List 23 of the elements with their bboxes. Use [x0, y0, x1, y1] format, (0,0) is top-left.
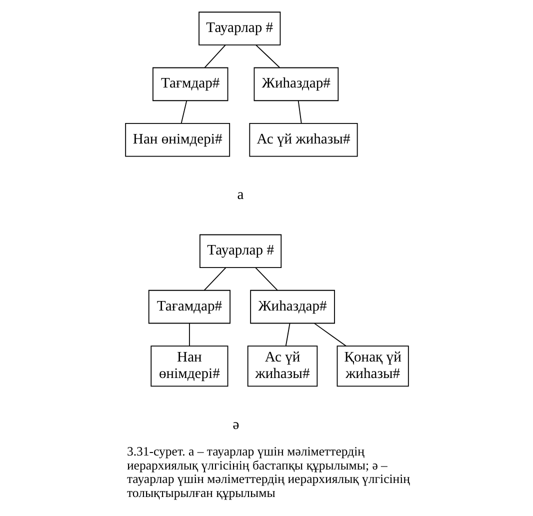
connector	[254, 267, 278, 291]
connector	[188, 322, 190, 346]
connector	[203, 267, 226, 291]
connector	[255, 44, 280, 68]
node-box: Нан өнімдері#	[150, 346, 228, 387]
node-box: Жиһаздар#	[250, 290, 334, 324]
label: а	[236, 186, 244, 203]
connector	[204, 44, 226, 68]
caption: 3.31-сурет. а – тауарлар үшін мәліметтердің иерархиялық үлгісінің бастапқы құрылымы; ә – тауарлар үшін мәліметтердің иерархиялық үлгісінің толықтырылған құрылымы	[126, 444, 410, 500]
node-box: Ас үй жиһазы#	[248, 122, 358, 157]
node-box: Ас үй жиһазы#	[246, 346, 318, 387]
node-box: Нан өнімдері#	[124, 122, 230, 157]
node-box: Тағамдар#	[148, 290, 230, 324]
node-box: Тағмдар#	[152, 67, 228, 102]
node-box: Жиһаздар#	[253, 67, 338, 102]
node-box: Қонақ үй жиһазы#	[336, 346, 408, 387]
connector	[180, 100, 187, 124]
connector	[297, 100, 302, 124]
node-box: Тауарлар #	[198, 234, 282, 268]
node-box: Тауарлар #	[198, 12, 280, 46]
label: ә	[232, 416, 239, 433]
connector	[284, 322, 290, 346]
connector	[314, 322, 346, 346]
